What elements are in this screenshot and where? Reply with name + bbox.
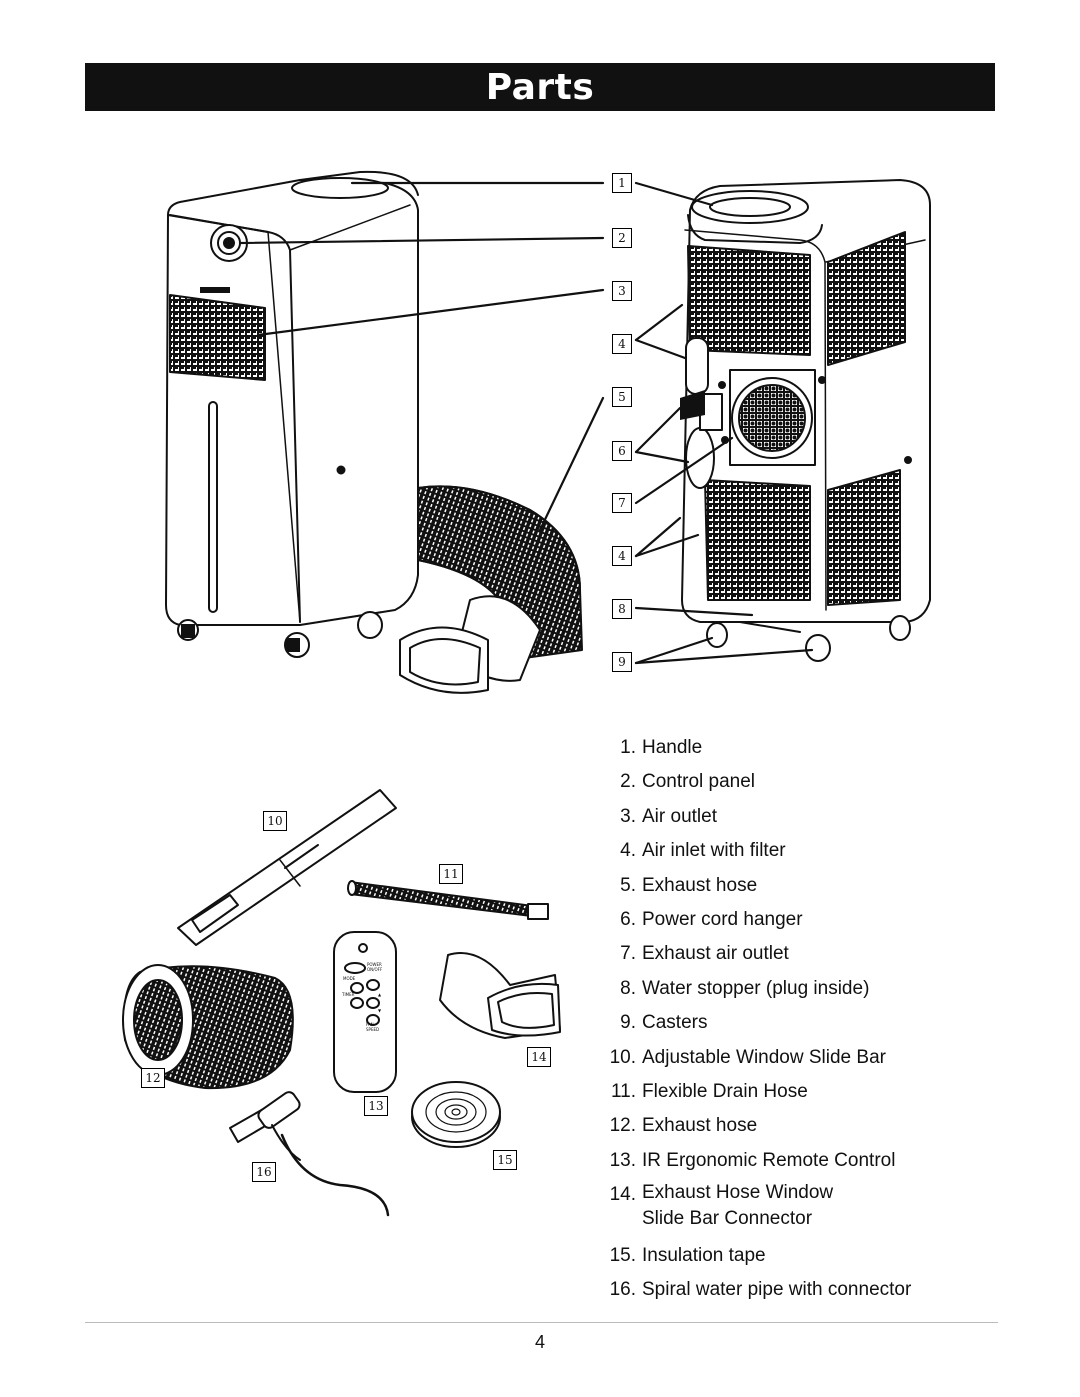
list-item-label-line2: Slide Bar Connector (642, 1208, 813, 1230)
parts-list: 1.Handle 2.Control panel 3.Air outlet 4.… (600, 733, 1000, 1309)
callout-8: 8 (612, 599, 632, 619)
remote-mode-label: MODE (343, 976, 356, 981)
callout-15: 15 (493, 1150, 517, 1170)
remote-down-label: ▼ (378, 1008, 382, 1013)
list-item: 8.Water stopper (plug inside) (620, 977, 870, 999)
callout-4: 4 (612, 334, 632, 354)
remote-up-label: ▲ (378, 992, 382, 997)
list-item-label-line1: Exhaust Hose Window (642, 1182, 834, 1204)
list-item: 4.Air inlet with filter (620, 840, 786, 862)
list-item: 15.Insulation tape (609, 1244, 766, 1266)
callout-7: 7 (612, 493, 632, 513)
insulation-tape (411, 1081, 501, 1148)
front-exhaust-hose (399, 485, 583, 694)
footer-divider (85, 1322, 998, 1323)
callout-10: 10 (263, 811, 287, 831)
remote-control (333, 931, 397, 1093)
remote-labels: POWER ON/OFF MODE TIMER ▲ ▼ FAN SPEED (334, 958, 396, 1038)
callout-1: 1 (612, 173, 632, 193)
callout-9: 9 (612, 652, 632, 672)
callout-12: 12 (141, 1068, 165, 1088)
list-item: 9.Casters (620, 1012, 708, 1034)
list-item: 1.Handle (620, 737, 703, 758)
remote-fan-label: FAN SPEED (366, 1022, 380, 1032)
list-item: 2.Control panel (620, 771, 756, 793)
page-title: Parts (485, 66, 595, 108)
leader-lines (238, 181, 814, 665)
list-item: 7.Exhaust air outlet (620, 943, 789, 965)
window-slide-bar (177, 789, 397, 946)
list-item: 16.Spiral water pipe with connector (609, 1279, 912, 1301)
rear-unit (680, 179, 931, 662)
callout-14: 14 (527, 1047, 551, 1067)
callout-6: 6 (612, 441, 632, 461)
callout-5: 5 (612, 387, 632, 407)
remote-power-label: POWER ON/OFF (367, 962, 383, 972)
exhaust-hose-coil (122, 964, 294, 1090)
spiral-water-pipe (229, 1091, 390, 1217)
callout-4b: 4 (612, 546, 632, 566)
list-item: 5.Exhaust hose (620, 874, 758, 896)
list-item: 11.Flexible Drain Hose (610, 1080, 808, 1102)
front-unit (165, 170, 419, 658)
window-connector (439, 952, 561, 1039)
callout-3: 3 (612, 281, 632, 301)
list-item: 12.Exhaust hose (609, 1115, 758, 1137)
callout-2: 2 (612, 228, 632, 248)
remote-timer-label: TIMER (342, 992, 355, 997)
list-item: 3.Air outlet (620, 805, 717, 827)
callout-11: 11 (439, 864, 463, 884)
title-bar: Parts (85, 63, 995, 111)
drain-hose (347, 880, 549, 920)
callout-13: 13 (364, 1096, 388, 1116)
list-item: 10.Adjustable Window Slide Bar (609, 1046, 886, 1068)
callout-16: 16 (252, 1162, 276, 1182)
list-item: 6.Power cord hanger (620, 908, 803, 930)
list-item: 13.IR Ergonomic Remote Control (609, 1149, 896, 1171)
page-number: 4 (534, 1332, 545, 1352)
